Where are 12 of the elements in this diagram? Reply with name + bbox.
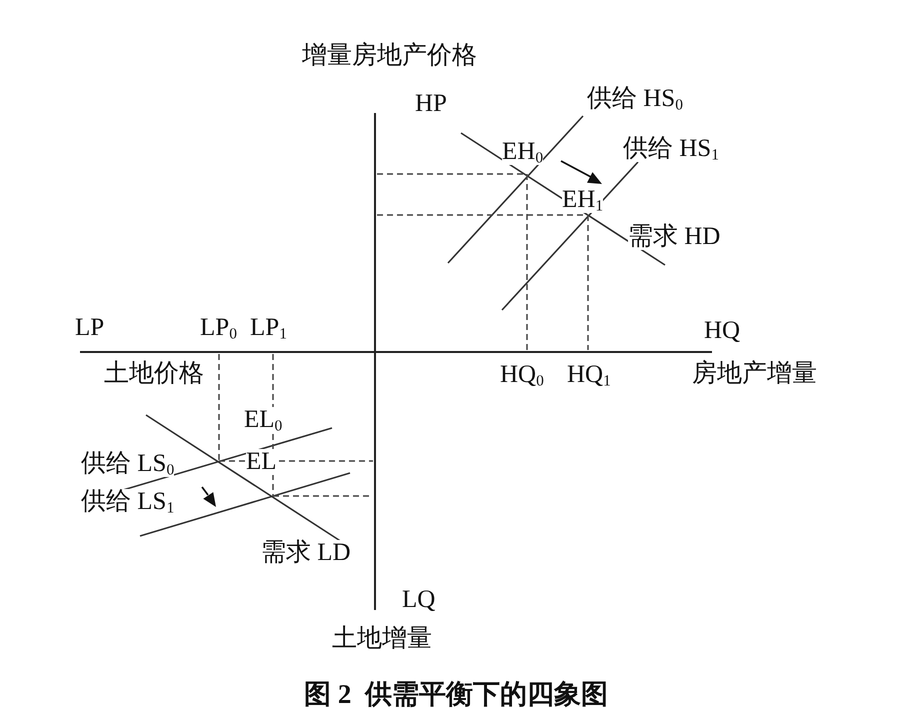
axis-title: 房地产增量 — [692, 361, 817, 388]
axis-title: 增量房地产价格 — [302, 43, 477, 70]
axis-title: 土地价格 — [104, 361, 204, 388]
curve-label: 需求 HD — [628, 224, 720, 250]
point-label: EL$_{0}$ — [244, 407, 282, 434]
curve-label: 供给 HS$_{0}$ — [587, 86, 683, 112]
curve-label: 供给 LS$_{1}$ — [81, 489, 174, 516]
curve-label: 供给 LS$_{0}$ — [81, 451, 174, 478]
figure-caption: 图 2 供需平衡下的四象图 — [304, 680, 608, 710]
point-label: EL — [246, 449, 277, 476]
curve-label: 供给 HS$_{1}$ — [623, 136, 719, 162]
curve-label: 需求 LD — [261, 540, 351, 566]
